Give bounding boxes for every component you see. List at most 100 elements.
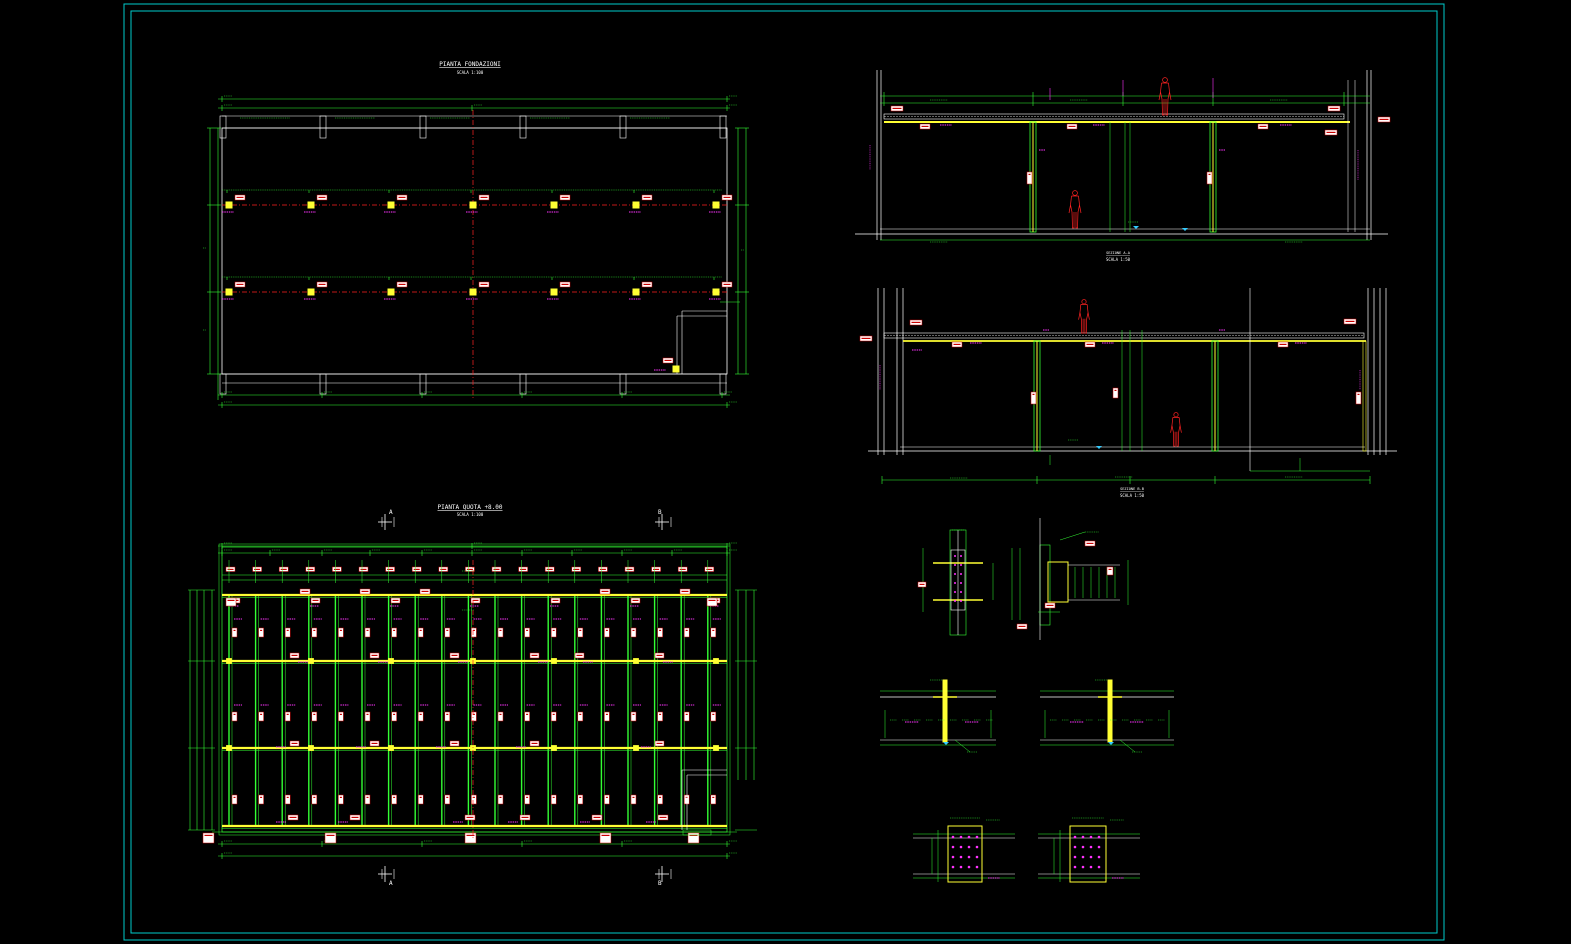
member-tag (338, 711, 344, 722)
member-tag (706, 597, 718, 607)
sheet-border (123, 3, 1445, 941)
human-figure (1078, 299, 1090, 334)
member-tag (604, 711, 610, 722)
member-tag (710, 711, 717, 722)
section-a-a-title: SEZIONE A-A (1106, 251, 1131, 255)
column-base-detail-1 (917, 529, 994, 636)
svg-text:A: A (389, 880, 393, 887)
beam-connection-detail-2 (1040, 679, 1174, 753)
member-tag (225, 597, 237, 607)
member-tag (391, 627, 397, 638)
member-tag (464, 832, 477, 844)
member-tag (630, 627, 637, 638)
member-tag (231, 711, 238, 722)
section-a-a-scale: SCALA 1:50 (1106, 257, 1131, 262)
member-tag (657, 794, 663, 805)
member-tag (550, 627, 557, 638)
foundation-plan: PIANTA FONDAZIONI SCALA 1:100 (203, 61, 749, 408)
section-b-b: SEZIONE B-B SCALA 1:50 (859, 288, 1397, 498)
member-tag (391, 711, 397, 722)
member-tag (550, 711, 557, 722)
member-tag (497, 627, 504, 638)
member-tag (1030, 391, 1037, 405)
section-marker-a-bottom: A (378, 866, 395, 887)
roof-plan-title: PIANTA QUOTA +8.00 (437, 504, 502, 511)
member-tag (284, 794, 291, 805)
member-tag (391, 794, 397, 805)
member-tag (710, 627, 717, 638)
member-tag (497, 711, 504, 722)
member-tag (471, 711, 477, 722)
foundation-plan-scale: SCALA 1:100 (457, 70, 484, 75)
member-tag (683, 711, 690, 722)
member-tag (577, 711, 584, 722)
roof-plan: PIANTA QUOTA +8.00 SCALA 1:100 (188, 504, 757, 859)
member-tag (524, 627, 530, 638)
beam-connection-detail-1 (880, 679, 996, 753)
member-tag (417, 627, 424, 638)
member-tag (364, 711, 371, 722)
member-tag (710, 794, 717, 805)
member-tag (1026, 171, 1033, 185)
foundation-plan-title: PIANTA FONDAZIONI (439, 61, 501, 68)
member-tag (604, 627, 610, 638)
member-tag (444, 711, 451, 722)
member-tag (657, 711, 663, 722)
member-tag (284, 627, 291, 638)
member-tag (599, 832, 612, 844)
section-marker-b-bottom: B (655, 866, 672, 887)
member-tag (1355, 391, 1362, 405)
member-tag (417, 794, 424, 805)
member-tag (550, 794, 557, 805)
member-tag (364, 794, 371, 805)
svg-text:A: A (389, 509, 393, 516)
member-tag (1206, 171, 1213, 185)
section-b-b-title: SEZIONE B-B (1120, 487, 1144, 491)
bolted-plate-detail-1 (913, 817, 1015, 883)
member-tag (577, 794, 584, 805)
member-tag (311, 627, 318, 638)
section-b-b-scale: SCALA 1:50 (1120, 493, 1145, 498)
member-tag (311, 794, 318, 805)
member-tag (258, 711, 264, 722)
member-tag (630, 711, 637, 722)
member-tag (683, 627, 690, 638)
svg-text:B: B (658, 880, 662, 887)
member-tag (231, 794, 238, 805)
human-figure (1068, 190, 1082, 229)
member-tag (231, 627, 238, 638)
member-tag (1106, 566, 1114, 576)
member-tag (202, 832, 215, 844)
svg-text:B: B (658, 509, 662, 516)
member-tag (364, 627, 371, 638)
member-tag (524, 711, 530, 722)
member-tag (258, 794, 264, 805)
bolted-plate-detail-2 (1038, 817, 1140, 883)
member-tag (687, 832, 700, 844)
roof-plan-scale: SCALA 1:100 (457, 512, 484, 517)
member-tag (577, 627, 584, 638)
member-tag (284, 711, 291, 722)
member-tag (444, 794, 451, 805)
section-marker-b-top: B (655, 509, 672, 530)
member-tag (417, 711, 424, 722)
column-base-detail-2 (1011, 518, 1129, 640)
section-markers: A B A B (378, 509, 672, 887)
member-tag (524, 794, 530, 805)
member-tag (338, 627, 344, 638)
member-tag (630, 794, 637, 805)
section-marker-a-top: A (378, 509, 395, 530)
member-tag (1112, 387, 1119, 399)
member-tag (471, 794, 477, 805)
member-tag (497, 794, 504, 805)
member-tag (311, 711, 318, 722)
member-tag (471, 627, 477, 638)
human-figure (1170, 412, 1182, 447)
member-tag (324, 832, 337, 844)
member-tag (444, 627, 451, 638)
member-tag (258, 627, 264, 638)
member-tag (657, 627, 663, 638)
human-figure (1158, 77, 1172, 116)
member-tag (604, 794, 610, 805)
